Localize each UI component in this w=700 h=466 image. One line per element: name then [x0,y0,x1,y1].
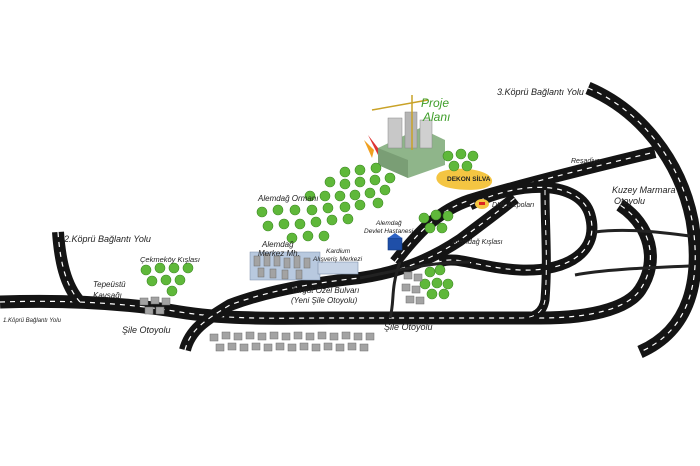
tepeustu-label-2: Kavşağı [93,291,122,300]
kardium-label-1: Kardium [326,248,351,255]
kopru2-label: 2.Köprü Bağlantı Yolu [63,234,151,244]
proje-alani-label-2: Alanı [422,110,450,124]
kopru3-label: 3.Köprü Bağlantı Yolu [497,87,584,97]
turgut-label-2: (Yeni Şile Otoyolu) [291,296,358,305]
kuzey-label-1: Kuzey Marmara [612,185,676,195]
project-area[interactable] [364,95,445,178]
dhl-marker[interactable] [475,199,489,209]
hospital-icon[interactable] [387,233,403,251]
hastane-label-1: Alemdağ [375,220,402,227]
kopru2-road [52,231,85,306]
tepeustu-label-1: Tepeüstü [93,280,126,289]
forest-trees [140,148,479,300]
sile-label-2: Şile Otoyolu [384,322,433,332]
resadiye-label: Reşadiye [571,158,600,165]
turgut-label-1: Turgut Özel Bulvarı [291,286,359,295]
merkez-label-2: Merkez Mh. [258,249,300,258]
merkez-label-1: Alemdağ [261,240,294,249]
alemdag-ormani-label: Alemdağ Ormanı [257,194,318,203]
kardium-building [317,261,359,275]
proje-alani-label-1: Proje [421,96,449,110]
hastane-label-2: Devlet Hastanesi [364,228,414,235]
kardium-label-2: Alışveriş Merkezi [312,256,363,263]
alemdag-kislasi-label: Alemdağ Kışlası [451,239,503,246]
sile-label-1: Şile Otoyolu [122,325,171,335]
dekon-silva-area[interactable] [436,168,493,190]
dhl-label: DHL Depoları [492,202,534,209]
road-network [0,82,700,358]
kopru1-label: 1.Köprü Bağlantı Yolu [3,318,62,324]
dekon-label: DEKON SİLVA [447,175,491,183]
buildings [139,251,425,352]
kuzey-label-2: Otoyolu [614,196,645,206]
cekmekoy-label: Çekmeköy Kışlası [140,255,200,264]
